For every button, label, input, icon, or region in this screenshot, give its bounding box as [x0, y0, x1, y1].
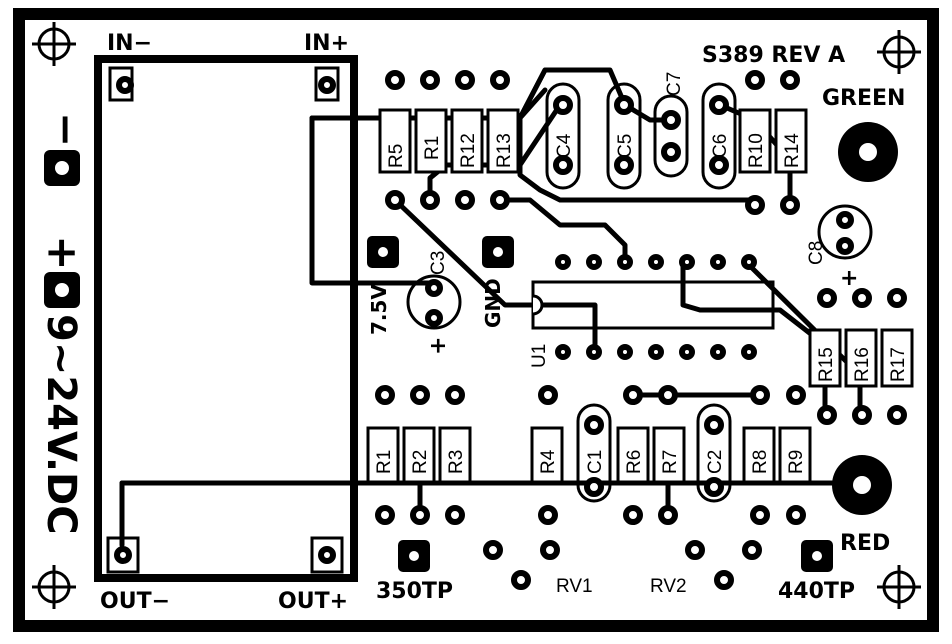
ref-rv2: RV2 — [650, 576, 687, 597]
out-minus-label: OUT− — [100, 589, 170, 614]
ref-r4: R4 — [538, 449, 559, 474]
green-led-label: GREEN — [822, 86, 905, 111]
power-minus-sign: − — [42, 112, 91, 147]
ref-r1-top: R1 — [422, 136, 443, 160]
ref-r6: R6 — [624, 450, 645, 474]
power-voltage-label: 9~24V.DC — [38, 314, 84, 535]
capacitor-outlines — [406, 82, 873, 503]
component-refs: R5 R1 R12 R13 C4 C5 C7 C6 R10 R14 C3 C8 … — [374, 72, 909, 597]
tp350-label: 350TP — [376, 579, 453, 604]
ref-r13: R13 — [494, 133, 515, 168]
ref-r1: R1 — [374, 450, 395, 474]
ref-r12: R12 — [458, 133, 479, 168]
ref-c6: C6 — [710, 134, 731, 158]
ref-r3: R3 — [446, 450, 467, 474]
resistor-outlines — [366, 108, 914, 484]
square-pad-holes — [55, 161, 822, 561]
ref-c8: C8 — [806, 241, 827, 265]
ic-u1 — [531, 280, 775, 330]
ref-r10: R10 — [746, 133, 767, 168]
reg-tp-label: 7.5V — [367, 284, 391, 335]
ref-r2: R2 — [410, 450, 431, 474]
ref-c5: C5 — [615, 134, 636, 158]
ref-r7: R7 — [660, 450, 681, 474]
ic-u1-label: U1 — [529, 344, 550, 368]
ref-r5: R5 — [386, 144, 407, 168]
ref-r14: R14 — [782, 133, 803, 168]
gnd-tp-label: GND — [481, 278, 505, 328]
led-red — [832, 455, 892, 515]
ref-c7: C7 — [664, 72, 685, 96]
red-led-label: RED — [840, 531, 890, 556]
ref-c4: C4 — [554, 133, 575, 158]
c8-plus-mark: + — [840, 266, 858, 291]
led-green — [838, 122, 898, 182]
ref-rv1: RV1 — [556, 576, 593, 597]
ref-r17: R17 — [888, 347, 909, 382]
ref-r16: R16 — [852, 347, 873, 382]
c3-plus-mark: + — [426, 337, 451, 355]
ref-r8: R8 — [750, 450, 771, 474]
ref-r15: R15 — [816, 347, 837, 382]
board-title: S389 REV A — [702, 43, 845, 68]
out-plus-label: OUT+ — [278, 589, 348, 614]
tp440-label: 440TP — [778, 579, 855, 604]
ref-c1: C1 — [585, 450, 606, 474]
ref-c3: C3 — [428, 251, 449, 275]
ref-c2: C2 — [705, 450, 726, 474]
ref-r9: R9 — [786, 450, 807, 474]
power-plus-sign: + — [44, 227, 79, 276]
in-minus-label: IN− — [107, 31, 152, 56]
in-plus-label: IN+ — [304, 31, 349, 56]
